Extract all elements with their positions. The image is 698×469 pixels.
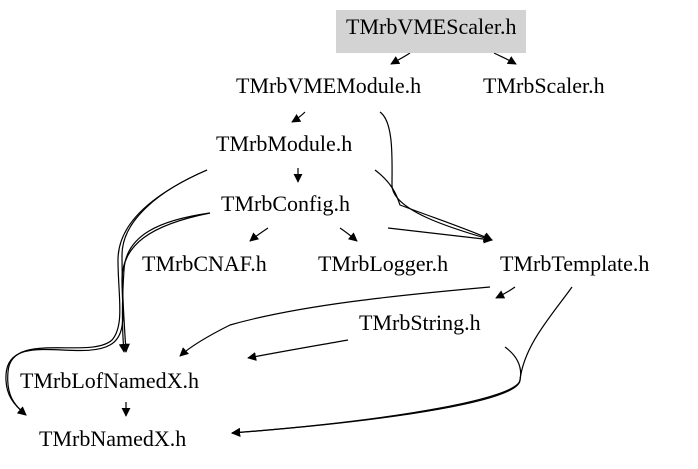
edge-config-cnaf bbox=[249, 227, 269, 242]
node-tmrbcnaf[interactable]: TMrbCNAF.h bbox=[142, 251, 267, 277]
node-label: TMrbTemplate.h bbox=[500, 251, 650, 276]
edge-module-template bbox=[374, 169, 493, 241]
node-tmrbscaler[interactable]: TMrbScaler.h bbox=[483, 73, 605, 99]
node-tmrbtemplate[interactable]: TMrbTemplate.h bbox=[500, 251, 649, 277]
edge-config-template bbox=[387, 227, 493, 244]
node-label: TMrbConfig.h bbox=[221, 191, 350, 216]
node-label: TMrbLofNamedX.h bbox=[20, 368, 200, 393]
edge-string-namedx bbox=[231, 346, 522, 437]
node-tmrblofnamedx[interactable]: TMrbLofNamedX.h bbox=[20, 368, 199, 394]
node-label: TMrbNamedX.h bbox=[39, 426, 187, 451]
edge-vmescaler-scaler bbox=[493, 52, 517, 65]
edge-vmescaler-vmemodule bbox=[390, 52, 411, 65]
node-tmrbnamedx[interactable]: TMrbNamedX.h bbox=[39, 426, 186, 452]
node-label: TMrbCNAF.h bbox=[142, 251, 267, 276]
edge-config-logger bbox=[339, 227, 358, 242]
edge-vmemodule-template bbox=[379, 111, 493, 243]
edge-template-namedx bbox=[231, 286, 573, 437]
node-label: TMrbModule.h bbox=[216, 131, 353, 156]
node-tmrbconfig[interactable]: TMrbConfig.h bbox=[221, 191, 350, 217]
node-tmrbvmemodule[interactable]: TMrbVMEModule.h bbox=[236, 73, 421, 99]
node-label: TMrbVMEScaler.h bbox=[346, 14, 517, 39]
edge-vmemodule-module bbox=[291, 111, 306, 123]
edge-module-namedx bbox=[7, 169, 208, 416]
edge-template-lofnamedx bbox=[179, 286, 491, 357]
node-tmrblogger[interactable]: TMrbLogger.h bbox=[318, 251, 448, 277]
edge-config-namedx bbox=[5, 212, 211, 416]
node-label: TMrbScaler.h bbox=[483, 73, 605, 98]
edge-config-lofnamedx bbox=[118, 212, 211, 353]
node-tmrbmodule[interactable]: TMrbModule.h bbox=[216, 131, 352, 157]
edge-string-lofnamedx bbox=[247, 339, 349, 361]
node-label: TMrbString.h bbox=[359, 310, 481, 335]
node-tmrbstring[interactable]: TMrbString.h bbox=[359, 310, 481, 336]
node-label: TMrbLogger.h bbox=[318, 251, 449, 276]
node-tmrbvmescaler[interactable]: TMrbVMEScaler.h bbox=[336, 10, 527, 53]
edge-template-string bbox=[495, 286, 516, 299]
node-label: TMrbVMEModule.h bbox=[236, 73, 422, 98]
